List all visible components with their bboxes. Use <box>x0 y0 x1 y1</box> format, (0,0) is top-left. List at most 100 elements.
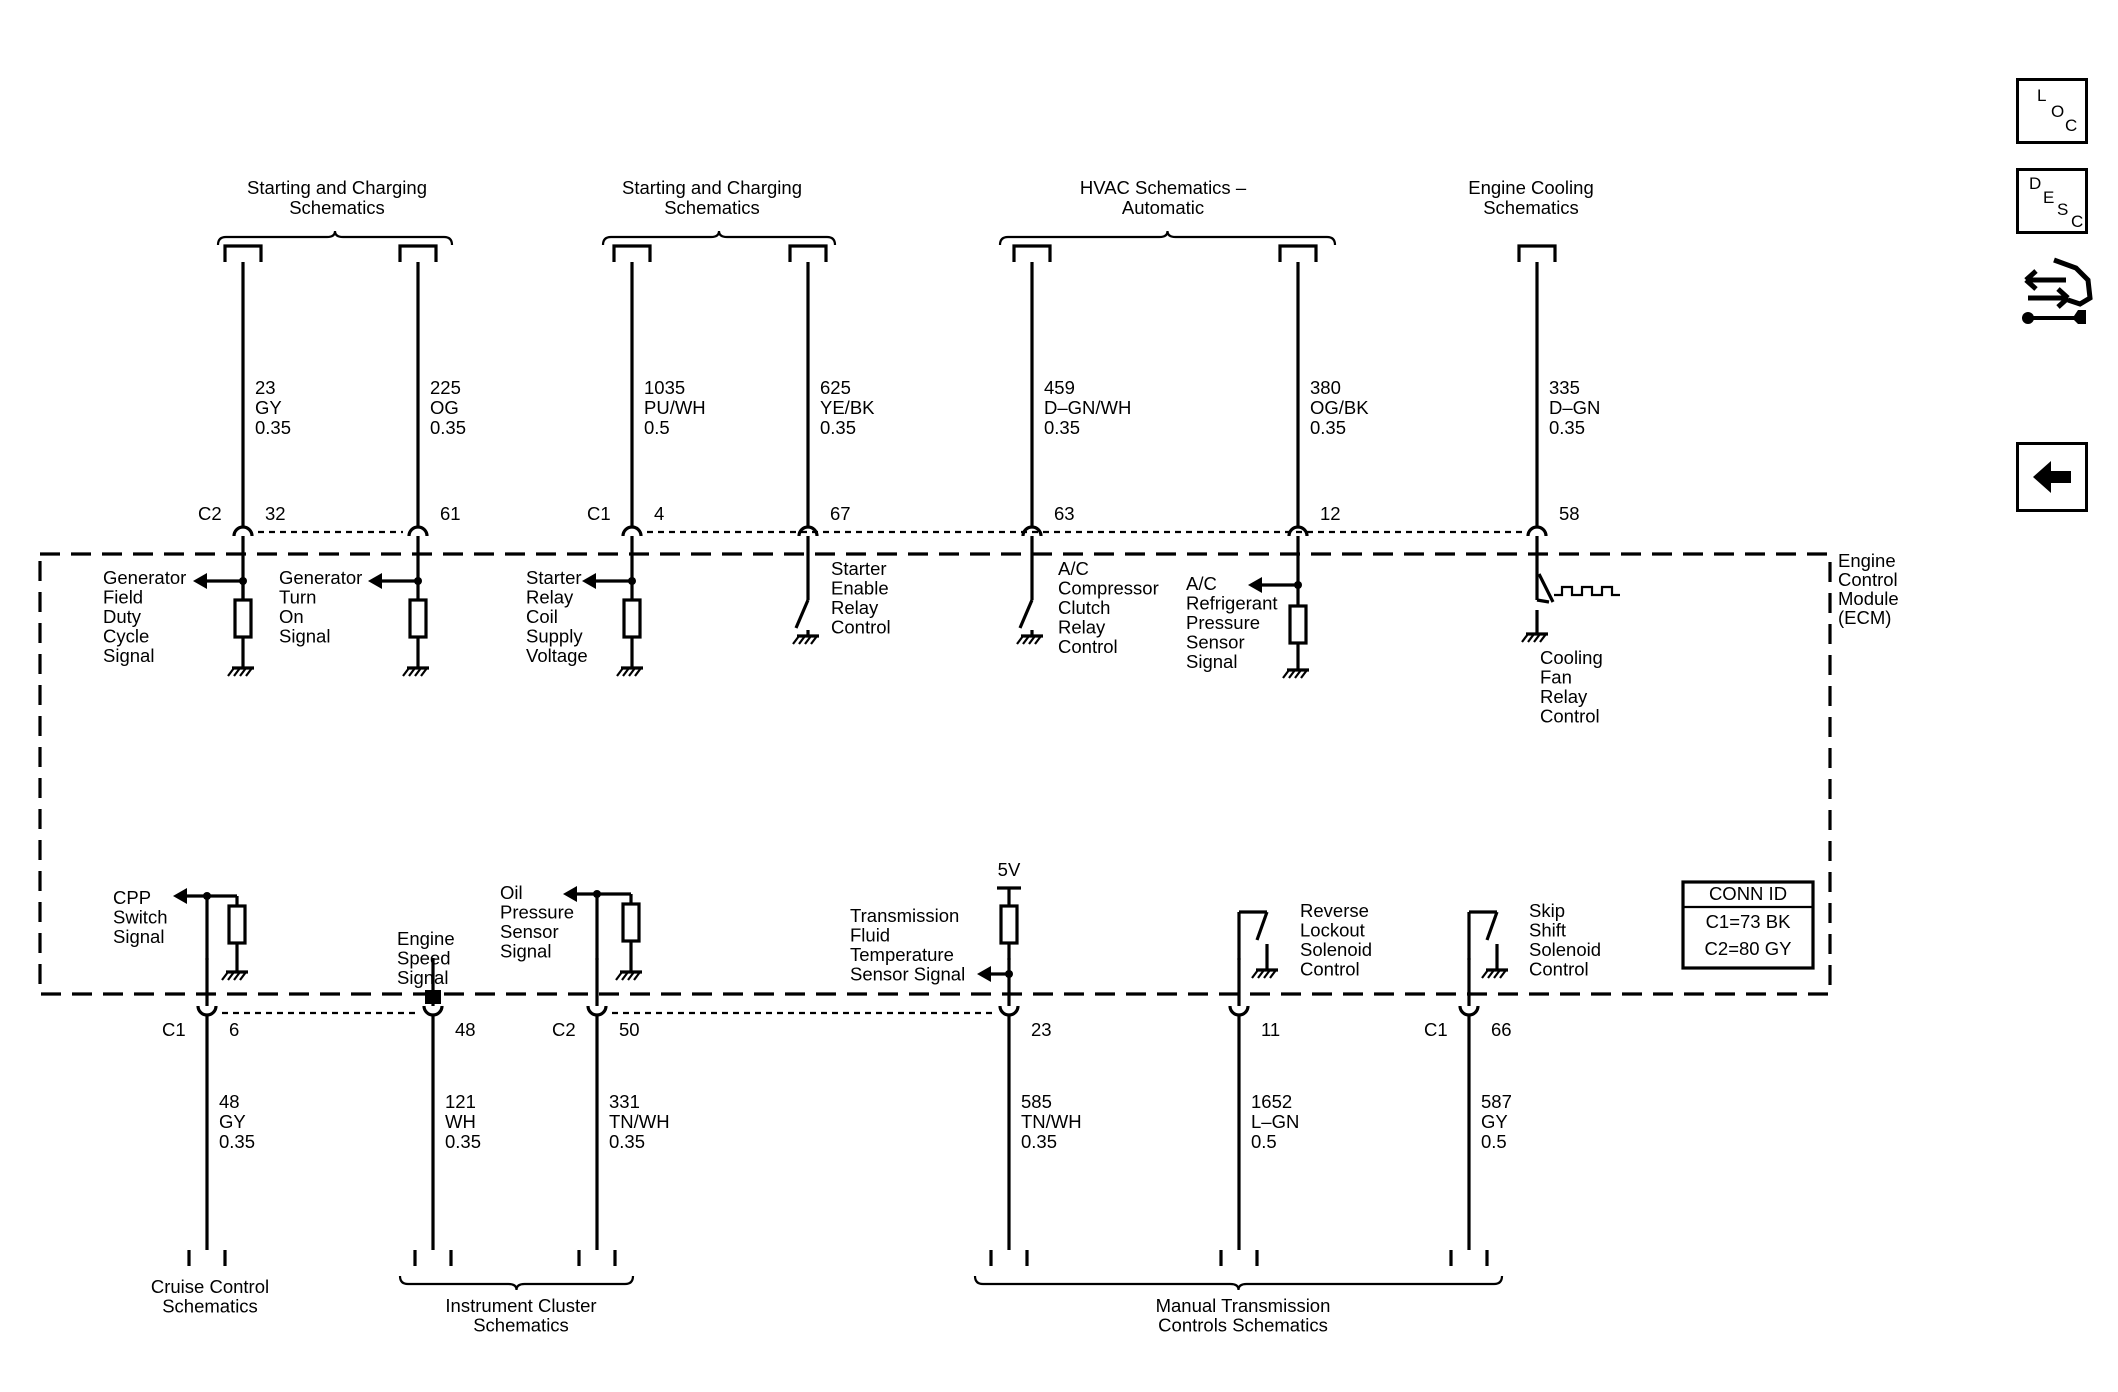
arrow-oil-pressure <box>563 886 601 902</box>
bottom-wire-label-1652-line-3: 0.5 <box>1251 1131 1277 1152</box>
bottom-wire-label-1652-line-1: 1652 <box>1251 1091 1292 1112</box>
top-wire-label-335-line-2: D–GN <box>1549 397 1600 418</box>
top-wire-label-225-line-3: 0.35 <box>430 417 466 438</box>
connector-tools-icon[interactable] <box>2018 254 2098 336</box>
ground-starter-relay <box>616 666 643 677</box>
ecm-module-label-line-2: Control <box>1838 569 1898 590</box>
func-skip-shift-line-3: Solenoid <box>1529 939 1601 960</box>
desc-letter-e: E <box>2043 188 2055 207</box>
func-generator-turn-on-line-2: Turn <box>279 587 316 608</box>
bottom-terminal-66 <box>1458 1005 1480 1017</box>
bottom-header-b1-line-1: Cruise Control <box>151 1276 269 1297</box>
ground-ac-compressor <box>1016 634 1043 645</box>
loc-letter-o: O <box>2051 102 2065 121</box>
top-stub-23 <box>223 244 263 262</box>
func-starter-enable-line-1: Starter <box>831 558 887 579</box>
arrow-generator-field <box>193 573 247 589</box>
bottom-header-bracket-b3 <box>973 1275 1504 1291</box>
func-ac-compressor-line-4: Relay <box>1058 617 1106 638</box>
top-pin-67: 67 <box>830 503 851 524</box>
ground-cpp-switch <box>221 970 248 981</box>
func-oil-pressure-line-3: Sensor <box>500 921 559 942</box>
top-header-bracket-h1 <box>216 230 454 246</box>
func-generator-field-line-4: Cycle <box>103 626 149 647</box>
top-wire-label-225-line-2: OG <box>430 397 459 418</box>
top-wire-label-380-line-2: OG/BK <box>1310 397 1369 418</box>
func-ac-compressor-line-5: Control <box>1058 636 1118 657</box>
bottom-wire-label-331-line-3: 0.35 <box>609 1131 645 1152</box>
location-button[interactable]: L O C <box>2016 78 2088 144</box>
bottom-wire-label-331-line-1: 331 <box>609 1091 640 1112</box>
bottom-wire-label-331-line-2: TN/WH <box>609 1111 670 1132</box>
ground-reverse-lockout <box>1251 968 1278 979</box>
top-stub-380 <box>1278 244 1318 262</box>
conn-id-title: CONN ID <box>1709 883 1787 904</box>
top-wire-label-335-line-3: 0.35 <box>1549 417 1585 438</box>
bottom-wire-label-1652-line-2: L–GN <box>1251 1111 1299 1132</box>
top-header-bracket-h2 <box>601 230 837 246</box>
top-connector-C1-4: C1 <box>587 503 611 524</box>
func-trans-fluid-temp-line-4: Sensor Signal <box>850 964 965 985</box>
func-reverse-lockout-line-1: Reverse <box>1300 900 1369 921</box>
func-starter-relay-line-5: Voltage <box>526 645 588 666</box>
bottom-stub-331 <box>577 1250 617 1266</box>
top-terminal-4 <box>621 525 643 537</box>
top-wire-label-23-line-3: 0.35 <box>255 417 291 438</box>
top-header-h4-line-1: Engine Cooling <box>1468 177 1593 198</box>
desc-letter-c: C <box>2071 212 2084 231</box>
bottom-stub-585 <box>989 1250 1029 1266</box>
top-pin-63: 63 <box>1054 503 1075 524</box>
top-wire-label-625-line-2: YE/BK <box>820 397 875 418</box>
ground-generator-field <box>227 666 254 677</box>
func-engine-speed-line-1: Engine <box>397 928 455 949</box>
top-header-h2-line-1: Starting and Charging <box>622 177 802 198</box>
bottom-wire-label-587-line-1: 587 <box>1481 1091 1512 1112</box>
bottom-wire-label-587-line-3: 0.5 <box>1481 1131 1507 1152</box>
back-button[interactable] <box>2016 442 2088 512</box>
switch-cooling-fan <box>1537 573 1555 603</box>
func-ac-refrigerant-line-4: Sensor <box>1186 632 1245 653</box>
ecm-module-label-line-3: Module <box>1838 588 1899 609</box>
top-terminal-58 <box>1526 525 1548 537</box>
bottom-pin-6: 6 <box>229 1019 239 1040</box>
arrow-generator-turn-on <box>368 573 422 589</box>
top-header-h1-line-2: Schematics <box>289 197 385 218</box>
description-button[interactable]: D E S C <box>2016 168 2088 234</box>
top-stub-625 <box>788 244 828 262</box>
func-generator-field-line-2: Field <box>103 587 143 608</box>
func-starter-enable-line-4: Control <box>831 617 891 638</box>
bottom-stub-1652 <box>1219 1250 1259 1266</box>
bottom-terminal-6 <box>196 1005 218 1017</box>
func-generator-turn-on-line-4: Signal <box>279 626 330 647</box>
top-wire-label-23-line-2: GY <box>255 397 282 418</box>
bottom-header-b3-line-1: Manual Transmission <box>1156 1295 1331 1316</box>
func-cpp-switch-line-3: Signal <box>113 926 164 947</box>
func-reverse-lockout-line-4: Control <box>1300 959 1360 980</box>
bottom-pin-11: 11 <box>1261 1019 1280 1040</box>
desc-letter-d: D <box>2029 174 2042 193</box>
bottom-wire-label-48-line-2: GY <box>219 1111 246 1132</box>
top-terminal-32 <box>232 525 254 537</box>
func-generator-field-line-3: Duty <box>103 606 142 627</box>
bottom-terminal-11 <box>1228 1005 1250 1017</box>
pwm-waveform-icon <box>1554 585 1620 597</box>
bottom-wire-label-587-line-2: GY <box>1481 1111 1508 1132</box>
top-wire-label-380-line-1: 380 <box>1310 377 1341 398</box>
func-generator-turn-on-line-1: Generator <box>279 567 362 588</box>
func-cooling-fan-line-2: Fan <box>1540 667 1572 688</box>
arrow-trans-fluid-temp <box>977 966 1013 982</box>
func-starter-relay-line-1: Starter <box>526 567 582 588</box>
connector-tools-glyph <box>2022 257 2093 324</box>
top-stub-335 <box>1517 244 1557 262</box>
top-stub-225 <box>398 244 438 262</box>
func-skip-shift-line-4: Control <box>1529 959 1589 980</box>
bottom-terminal-50 <box>586 1005 608 1017</box>
func-ac-refrigerant-line-5: Signal <box>1186 651 1237 672</box>
top-wire-label-23-line-1: 23 <box>255 377 276 398</box>
func-generator-field-line-1: Generator <box>103 567 186 588</box>
arrow-starter-relay <box>582 573 636 589</box>
bottom-header-b3-line-2: Controls Schematics <box>1158 1315 1328 1336</box>
func-trans-fluid-temp-line-1: Transmission <box>850 905 959 926</box>
ground-skip-shift <box>1481 968 1508 979</box>
